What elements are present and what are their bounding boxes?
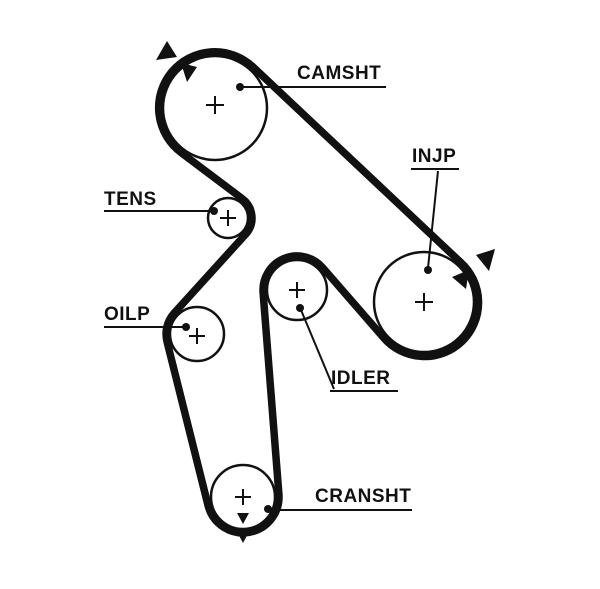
- rotation-arrow-crankshaft-upper: [237, 513, 249, 524]
- tensioner-label: TENS: [104, 189, 157, 210]
- crankshaft-center-cross: [235, 489, 251, 505]
- injection-pump-leader-line: [427, 170, 439, 269]
- idler-leader-dot: [296, 304, 304, 312]
- camshaft-label: CAMSHT: [297, 63, 382, 84]
- camshaft-leader-dot: [236, 83, 244, 91]
- crankshaft-label: CRANSHT: [315, 486, 412, 507]
- injection-pump-label: INJP: [412, 146, 457, 167]
- crankshaft-leader-dot: [264, 505, 272, 513]
- oil-pump-center-cross: [189, 328, 205, 344]
- idler-label: IDLER: [331, 368, 391, 389]
- rotation-arrow-camshaft-outer: [156, 41, 177, 60]
- idler-leader-line: [300, 309, 335, 390]
- idler-center-cross: [289, 282, 305, 298]
- injection-pump-center-cross: [415, 293, 433, 311]
- rotation-arrow-crankshaft-lower: [236, 530, 250, 543]
- oil-pump-label: OILP: [104, 304, 151, 325]
- rotation-arrow-injection-pump-outer: [476, 249, 495, 271]
- tensioner-center-cross: [220, 210, 236, 226]
- tensioner-leader-dot: [210, 207, 218, 215]
- camshaft-center-cross: [206, 96, 224, 114]
- oil-pump-leader-dot: [182, 323, 190, 331]
- rotation-arrow-injection-pump-inner: [452, 270, 469, 289]
- rotation-arrow-camshaft-inner: [181, 63, 197, 82]
- injection-pump-leader-dot: [424, 266, 432, 274]
